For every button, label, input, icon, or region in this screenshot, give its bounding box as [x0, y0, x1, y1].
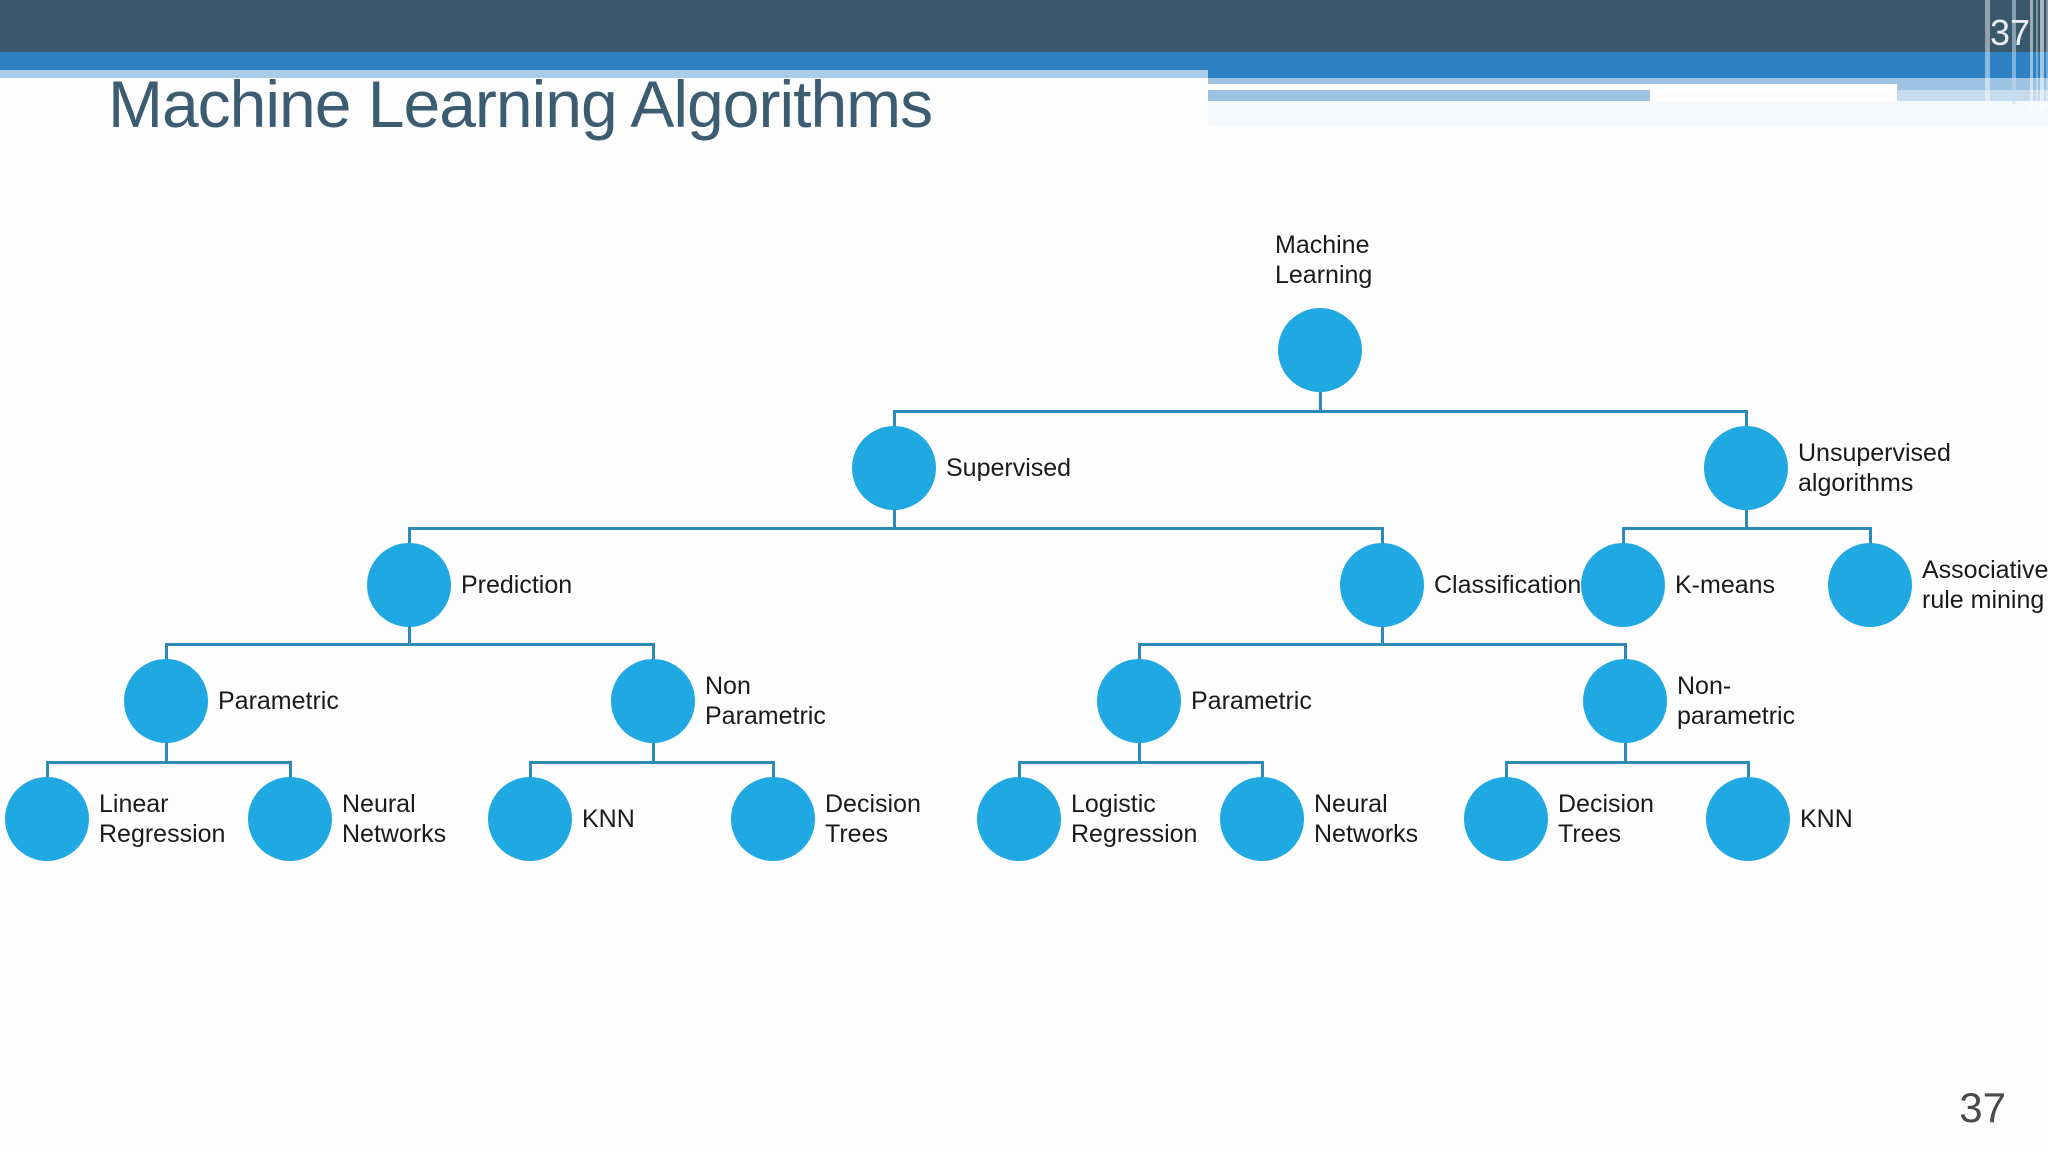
connector-line [407, 527, 1384, 530]
connector-line [407, 625, 411, 646]
node-prediction [367, 543, 451, 627]
connector-line [1504, 761, 1750, 764]
header-block-faint [1208, 101, 2048, 127]
header-block-pale-lower-left [1208, 90, 1650, 101]
connector-line [892, 410, 896, 428]
connector-line [771, 761, 775, 779]
node-linear-regression [5, 777, 89, 861]
connector-line [1623, 643, 1627, 661]
connector-line [288, 761, 292, 779]
header-white-stripe [1208, 84, 1897, 91]
connector-line [1017, 761, 1264, 764]
header-band-dark [0, 0, 2048, 52]
node-label-decision-trees-right: Decision Trees [1558, 790, 1654, 848]
node-label-linear-regression: Linear Regression [99, 790, 226, 848]
connector-line [1137, 741, 1141, 764]
node-neural-networks-left [248, 777, 332, 861]
node-parametric-left [124, 659, 208, 743]
header-band-blue [0, 52, 2048, 70]
header-band-blue-right [1208, 70, 2048, 78]
node-label-unsupervised: Unsupervised algorithms [1798, 439, 1951, 497]
connector-line [1868, 527, 1872, 545]
page-title: Machine Learning Algorithms [108, 67, 933, 141]
node-label-prediction: Prediction [461, 571, 573, 599]
header-vertical-stripe [1985, 0, 1990, 101]
node-decision-trees-left [731, 777, 815, 861]
node-decision-trees-right [1464, 777, 1548, 861]
node-label-k-means: K-means [1675, 571, 1776, 599]
connector-line [892, 508, 896, 530]
header-vertical-stripe [2012, 0, 2016, 104]
node-label-neural-networks-left: Neural Networks [342, 790, 447, 848]
node-unsupervised [1704, 426, 1788, 510]
node-label-supervised: Supervised [946, 454, 1072, 482]
node-label-parametric-left: Parametric [218, 687, 339, 715]
node-label-classification: Classification [1434, 571, 1582, 599]
connector-line [1744, 508, 1748, 530]
header-block-pale-lower-right [1897, 90, 2048, 101]
page-number-header: 37 [1990, 12, 2031, 53]
connector-line [1380, 625, 1384, 646]
header-vertical-stripe [2030, 0, 2033, 108]
node-non-parametric-right [1583, 659, 1667, 743]
connector-line [1744, 410, 1748, 428]
node-label-parametric-right: Parametric [1191, 687, 1312, 715]
connector-line [1137, 643, 1141, 661]
connector-line [1621, 527, 1872, 530]
connector-line [1260, 761, 1264, 779]
connector-line [164, 741, 168, 764]
node-label-neural-networks-right: Neural Networks [1314, 790, 1419, 848]
node-label-non-parametric-left: Non Parametric [705, 672, 826, 730]
connector-line [45, 761, 292, 764]
connector-line [892, 410, 1748, 413]
node-classification [1340, 543, 1424, 627]
connector-line [1137, 643, 1627, 646]
header-vertical-stripe [2036, 0, 2038, 108]
node-knn-right [1706, 777, 1790, 861]
node-label-knn-right: KNN [1800, 805, 1853, 833]
node-associative-rule-mining [1828, 543, 1912, 627]
node-knn-left [488, 777, 572, 861]
header-vertical-stripe [2046, 0, 2048, 110]
header-vertical-stripe [2040, 0, 2044, 110]
header-band-pale-left [0, 70, 1208, 78]
connector-line [528, 761, 775, 764]
connector-line [651, 643, 655, 661]
node-label-non-parametric-right: Non- parametric [1677, 672, 1796, 730]
connector-line [45, 761, 49, 779]
node-parametric-right [1097, 659, 1181, 743]
connector-line [1621, 527, 1625, 545]
connector-line [1318, 390, 1322, 413]
connector-line [164, 643, 655, 646]
node-label-knn-left: KNN [582, 805, 635, 833]
page-number-footer: 37 [1959, 1084, 2006, 1131]
node-label-decision-trees-left: Decision Trees [825, 790, 921, 848]
connector-line [1017, 761, 1021, 779]
node-label-logistic-regression: Logistic Regression [1071, 790, 1198, 848]
connector-line [651, 741, 655, 764]
node-machine-learning [1278, 308, 1362, 392]
connector-line [528, 761, 532, 779]
node-logistic-regression [977, 777, 1061, 861]
connector-line [1380, 527, 1384, 545]
connector-line [1746, 761, 1750, 779]
node-k-means [1581, 543, 1665, 627]
node-label-associative-rule-mining: Associative rule mining [1922, 556, 2048, 614]
connector-line [1623, 741, 1627, 764]
node-neural-networks-right [1220, 777, 1304, 861]
node-label-machine-learning: Machine Learning [1275, 231, 1373, 289]
node-non-parametric-left [611, 659, 695, 743]
connector-line [164, 643, 168, 661]
connector-line [1504, 761, 1508, 779]
connector-line [407, 527, 411, 545]
node-supervised [852, 426, 936, 510]
